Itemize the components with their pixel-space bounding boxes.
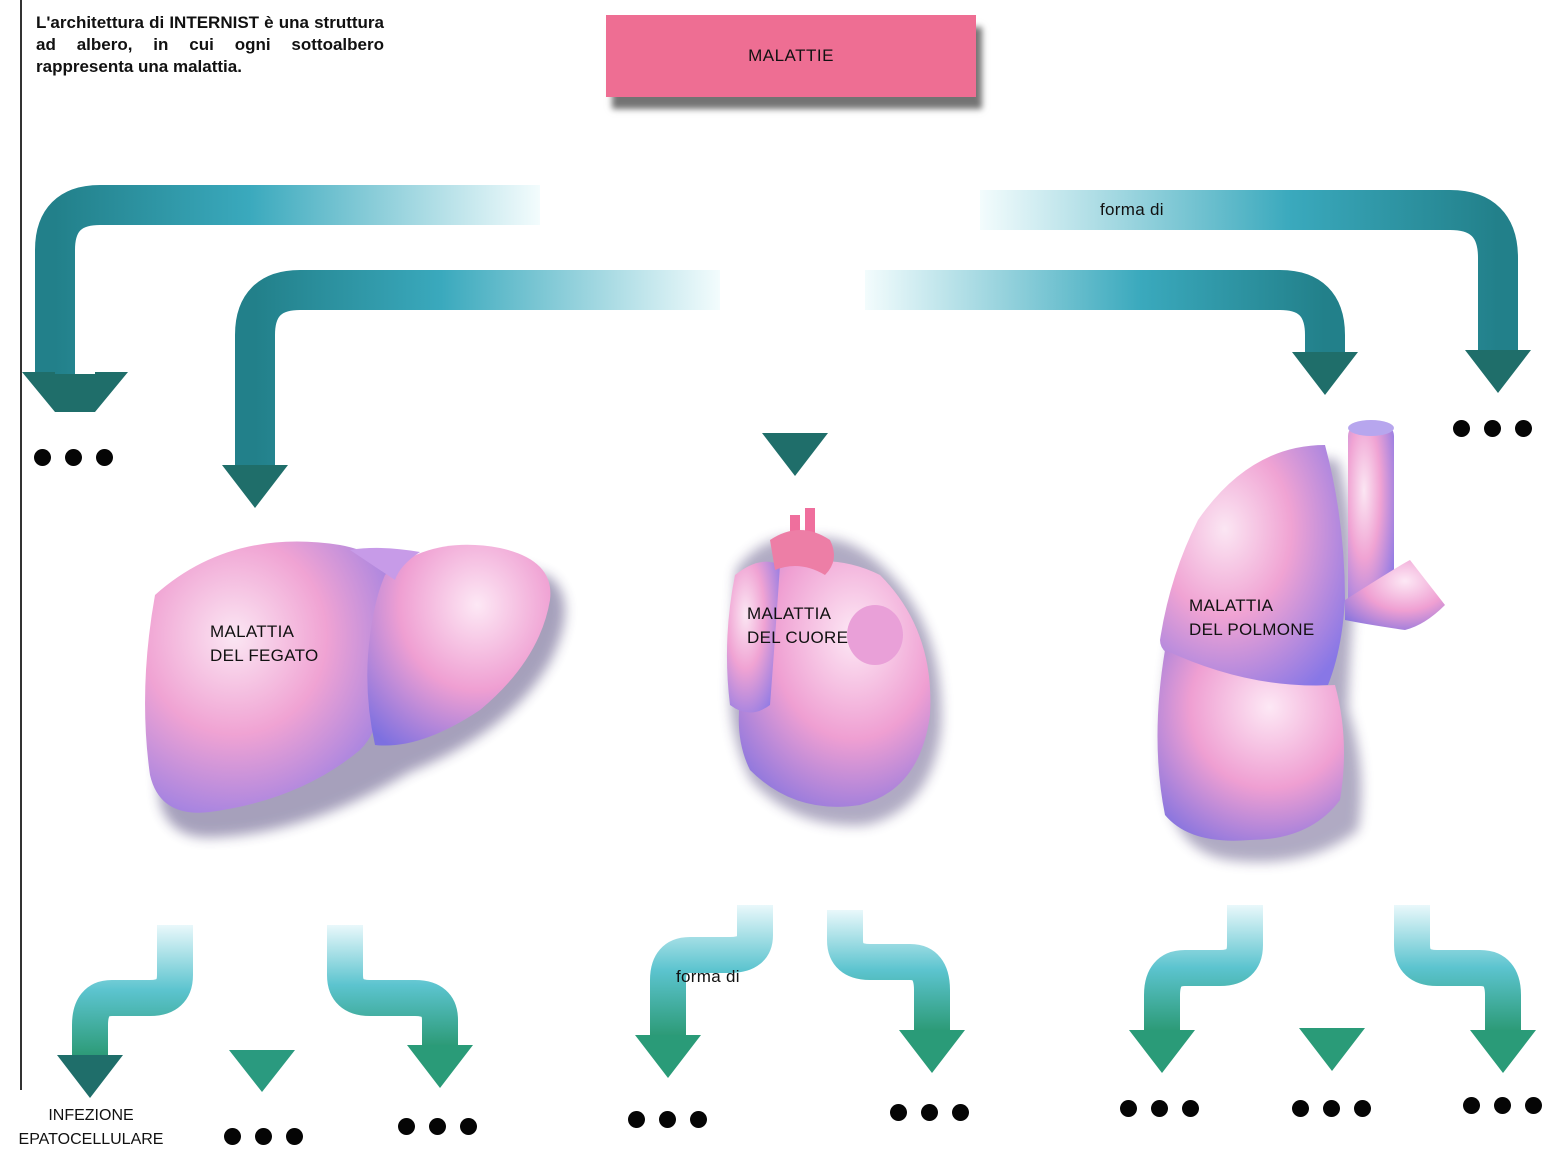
liver-illustration [145, 542, 565, 838]
arrow-heart-right [845, 910, 965, 1073]
arrow-lung-middle [1299, 905, 1365, 1071]
leaf-label-line2: EPATOCELLULARE [6, 1128, 176, 1152]
ellipsis-liver-middle [224, 1128, 303, 1145]
heart-label-line1: MALATTIA [747, 602, 848, 626]
ellipsis-lung-left [1120, 1100, 1199, 1117]
leaf-label-line1: INFEZIONE [6, 1104, 176, 1128]
arrow-lung-right [1412, 905, 1536, 1073]
ellipsis-heart-left [628, 1111, 707, 1128]
arrow-to-heart [762, 235, 828, 476]
arrow-to-liver [222, 290, 720, 508]
arrow-liver-right [345, 925, 473, 1088]
lung-label-line2: DEL POLMONE [1189, 618, 1314, 642]
arrow-liver-middle [229, 925, 295, 1092]
ellipsis-liver-right [398, 1118, 477, 1135]
lung-label-line1: MALATTIA [1189, 594, 1314, 618]
ellipsis-lung-middle [1292, 1100, 1371, 1117]
ellipsis-lung-right [1463, 1097, 1542, 1114]
ellipsis-right [1453, 420, 1532, 437]
heart-label: MALATTIA DEL CUORE [747, 602, 848, 650]
ellipsis-left [34, 449, 113, 466]
liver-label: MALATTIA DEL FEGATO [210, 620, 319, 668]
arrow-lung-left [1129, 905, 1245, 1073]
heart-label-line2: DEL CUORE [747, 626, 848, 650]
arrow-liver-to-leaf [57, 925, 175, 1098]
lung-label: MALATTIA DEL POLMONE [1189, 594, 1314, 642]
arrow-heart-left [635, 905, 755, 1078]
ellipsis-heart-right [890, 1104, 969, 1121]
relation-label-top: forma di [1100, 198, 1164, 222]
relation-label-bottom: forma di [676, 965, 740, 989]
leaf-node-label: INFEZIONE EPATOCELLULARE [6, 1104, 176, 1152]
liver-label-line2: DEL FEGATO [210, 644, 319, 668]
heart-illustration [727, 508, 941, 825]
arrow-to-lung [865, 290, 1358, 395]
liver-label-line1: MALATTIA [210, 620, 319, 644]
